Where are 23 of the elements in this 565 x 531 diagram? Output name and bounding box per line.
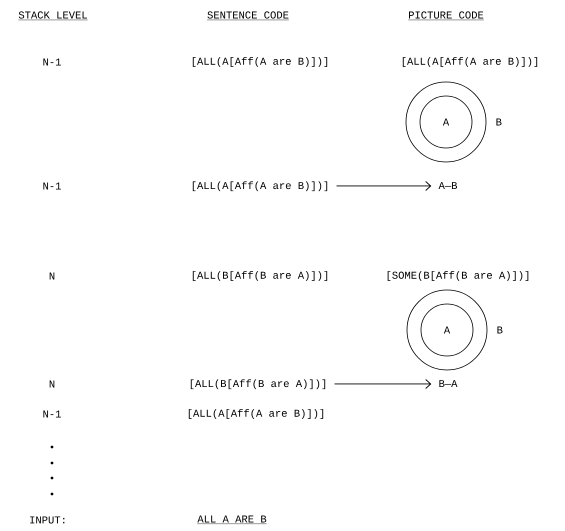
stack-level: N	[50, 272, 54, 280]
stack-level: N-1	[43, 410, 61, 418]
code-text: [ALL(A[Aff(A are B)])]	[402, 57, 538, 67]
column-header: PICTURE CODE	[408, 11, 484, 20]
code-text: [ALL(A[Aff(A are B)])]	[192, 181, 328, 192]
input-sentence: ALL A ARE B	[197, 516, 267, 524]
input-label: INPUT:	[30, 516, 64, 524]
stack-level: N-1	[43, 182, 61, 190]
stack-level: N	[50, 380, 54, 388]
column-header: STACK LEVEL	[18, 11, 88, 20]
code-text: [SOME(B[Aff(B are A)])]	[388, 271, 528, 281]
node-label: B	[497, 326, 503, 334]
relation-text: B—A	[439, 380, 458, 387]
node-label: B	[496, 118, 502, 126]
code-text: [ALL(B[Aff(B are A)])]	[192, 271, 328, 281]
code-text: [ALL(A[Aff(A are B)])]	[192, 57, 328, 67]
stack-level: N-1	[43, 58, 61, 66]
code-text: [ALL(B[Aff(B are A)])]	[190, 379, 326, 390]
code-text: [ALL(A[Aff(A are B)])]	[188, 409, 324, 419]
relation-text: A—B	[438, 182, 458, 189]
column-header: SENTENCE CODE	[206, 11, 290, 20]
arrow	[336, 181, 432, 191]
arrow	[334, 379, 432, 389]
